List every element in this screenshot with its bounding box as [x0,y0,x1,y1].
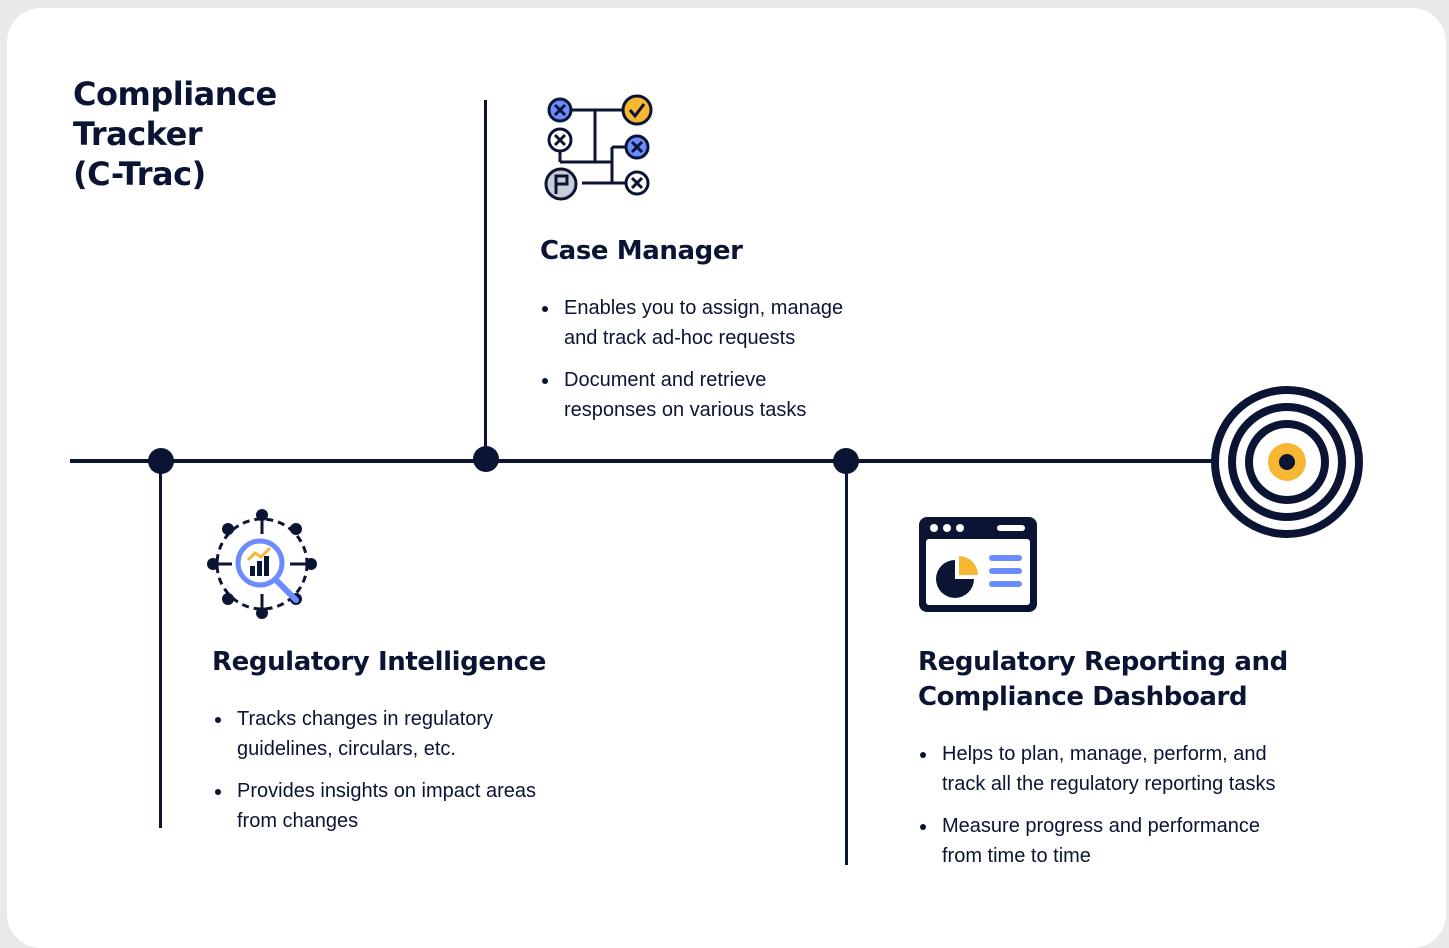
connector-regulatory-intelligence [159,462,162,828]
case-manager-bullets: Enables you to assign, manage and track … [540,293,920,437]
title-line: Tracker [73,115,203,153]
bullet-line: from time to time [942,845,1091,867]
bullet-line: Helps to plan, manage, perform, and [942,743,1267,765]
timeline-node [473,446,499,472]
bullet-line: Document and retrieve [564,369,767,391]
bullet-line: Provides insights on impact areas [237,780,537,802]
title-line: Compliance [73,75,277,113]
case-manager-heading: Case Manager [540,236,743,266]
bullet-line: track all the regulatory reporting tasks [942,773,1276,795]
network-analytics-icon [207,509,317,619]
bullet-line: Tracks changes in regulatory [237,708,494,730]
timeline-line [70,459,1285,463]
list-item: Document and retrieve responses on vario… [540,365,920,425]
timeline-node [833,448,859,474]
target-icon [1211,386,1363,538]
reporting-dashboard-heading: Regulatory Reporting and Compliance Dash… [918,645,1288,715]
reporting-dashboard-bullets: Helps to plan, manage, perform, and trac… [918,739,1378,883]
card [7,8,1446,948]
connector-reporting-dashboard [845,462,848,865]
workflow-icon [544,94,653,201]
page-title: Compliance Tracker (C-Trac) [73,74,277,194]
title-line: (C-Trac) [73,155,206,193]
connector-case-manager [484,100,487,460]
list-item: Enables you to assign, manage and track … [540,293,920,353]
regulatory-intelligence-heading: Regulatory Intelligence [212,647,546,677]
list-item: Measure progress and performance from ti… [918,811,1378,871]
bullet-line: Enables you to assign, manage [564,297,844,319]
list-item: Helps to plan, manage, perform, and trac… [918,739,1378,799]
bullet-line: from changes [237,810,359,832]
bullet-line: responses on various tasks [564,399,807,421]
dashboard-icon [919,517,1037,612]
heading-line: Regulatory Reporting and [918,647,1288,677]
regulatory-intelligence-bullets: Tracks changes in regulatory guidelines,… [213,704,613,848]
heading-line: Compliance Dashboard [918,682,1248,712]
bullet-line: Measure progress and performance [942,815,1260,837]
bullet-line: guidelines, circulars, etc. [237,738,456,760]
list-item: Tracks changes in regulatory guidelines,… [213,704,613,764]
list-item: Provides insights on impact areas from c… [213,776,613,836]
bullet-line: and track ad-hoc requests [564,327,796,349]
timeline-node [148,448,174,474]
